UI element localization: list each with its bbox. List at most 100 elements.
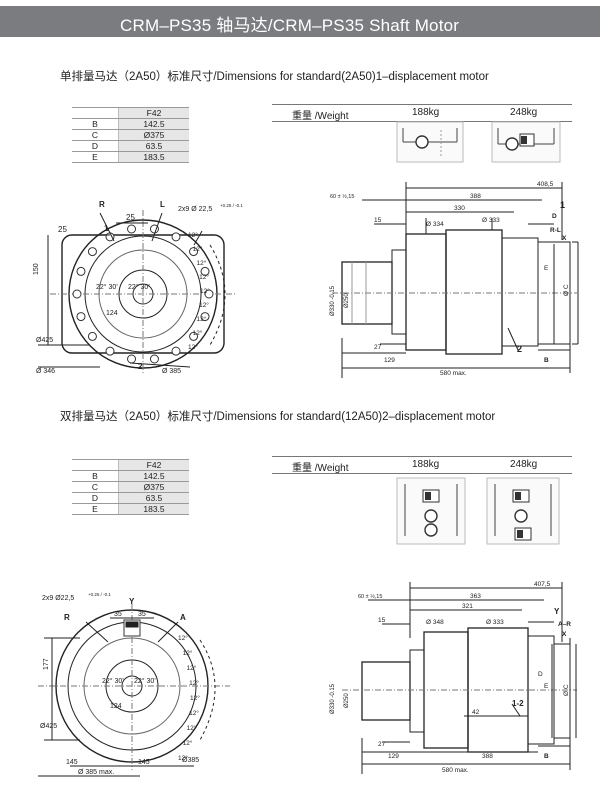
bolt-hole [72,289,82,299]
bolt-hole [76,266,86,276]
bolt-hole [204,289,214,299]
dim-d250: Ø250 [344,693,350,708]
label-C: Ø C [563,684,570,696]
label-D: D [552,213,557,220]
weight-value-1: 188kg [412,459,440,470]
angle-a1: 22° 30' [102,677,124,685]
angle-12-label: 12° [199,301,209,309]
angle-a1: 22° 30' [96,283,118,291]
hydraulic-schematic-2 [491,121,561,163]
dim-bolt-tol: +0.25 / -0.1 [220,203,243,208]
angle-12-label: 12° [188,343,198,351]
angle-12-label: 12° [199,273,209,281]
label-C: Ø C [563,284,570,296]
label-1: 1 [560,200,565,210]
section1-front-view: R L 1 2 25 25 2x9 Ø 22,5 +0.25 / -0.1 15… [33,200,243,375]
angle-12-label: 12° [186,724,196,732]
bolt-hole [87,331,97,341]
dim-129: 129 [388,753,399,760]
bolt-hole [200,312,210,322]
weight-value-2: 248kg [510,459,538,470]
label-1: 1 [104,224,109,233]
dim-129: 129 [384,357,395,364]
dim-580: 580 max. [442,767,469,774]
bolt-hole [149,354,159,364]
dim-d333: Ø 333 [482,217,500,224]
dim-d330: Ø330 -0.15 [330,285,336,316]
dim-145-b: 145 [138,759,150,766]
label-R: R [99,200,105,209]
angle-a2: 22° 30' [134,677,156,685]
dim-bolt: 2x9 Ø22,5 [42,595,74,602]
label-L: L [160,200,165,209]
dim-330: 330 [454,205,465,212]
section2-title: 双排量马达（2A50）标准尺寸/Dimensions for standard(… [60,408,528,430]
label-A-R: A–R [558,621,571,628]
dim-d250: Ø250 [344,293,350,308]
dim-42: 42 [472,709,480,716]
angle-12-label: 12° [200,287,210,295]
dim-346: Ø 346 [36,368,55,375]
dim-407-5: 407,5 [534,581,551,588]
dim-408-5: 408,5 [537,181,554,188]
dim-d333: Ø 333 [486,619,504,626]
bolt-hole [171,232,181,242]
dim-d334: Ø 334 [426,221,444,228]
angle-a2: 22° 30' [128,283,150,291]
dim-bolt: 2x9 Ø 22,5 [178,206,212,213]
dim-15: 15 [374,217,382,224]
table-header: F42 [118,459,189,471]
label-E: E [544,683,549,690]
dim-60: 60 ± ½,15 [358,593,382,600]
angle-12-label: 12° [189,709,199,717]
table-header: F42 [118,107,189,119]
bolt-hole [127,224,137,234]
dim-25-b: 25 [126,213,135,222]
angle-12-label: 12° [190,694,200,702]
dim-25-a: 25 [58,225,67,234]
dim-385: Ø 385 [162,368,181,375]
angle-12-label: 12° [186,664,196,672]
bolt-hole [105,346,115,356]
label-B: B [544,357,549,364]
weight-label: 重量 /Weight [292,463,349,474]
label-R-L: R-L [550,227,561,234]
dim-60: 60 ± ½,15 [330,193,354,200]
label-D: D [538,671,543,678]
label-2: 2 [138,362,143,371]
hydraulic-schematic-4 [486,477,560,545]
bolt-hole [189,331,199,341]
label-2: 2 [517,344,522,354]
dim-145-a: 145 [66,759,78,766]
dim-177: 177 [43,658,50,670]
label-Y: Y [554,607,560,616]
dim-150: 150 [33,263,40,275]
angle-12-label: 12° [193,245,203,253]
bolt-hole [200,266,210,276]
dim-321: 321 [462,603,473,610]
label-X: X [562,235,567,242]
dim-35-a: 35 [114,611,122,618]
dim-580: 580 max. [440,370,467,377]
angle-12-label: 12° [193,329,203,337]
dim-124: 124 [110,703,122,710]
section1-side-view: 408,5 388 330 60 ± ½,15 15 Ø 334 Ø 333 Ø… [330,181,579,378]
bolt-hole [189,247,199,257]
dim-388: 388 [482,753,493,760]
hydraulic-schematic-1 [396,121,464,163]
angle-12-label: 12° [196,259,206,267]
bolt-hole [171,346,181,356]
bolt-hole [87,247,97,257]
angle-12-label: 12° [183,739,193,747]
label-1-2: 1-2 [512,699,524,708]
angle-12-label: 12° [178,634,188,642]
page-title: CRM–PS35 轴马达/CRM–PS35 Shaft Motor [120,16,460,35]
dim-124: 124 [106,310,118,317]
label-E: E [544,265,549,272]
